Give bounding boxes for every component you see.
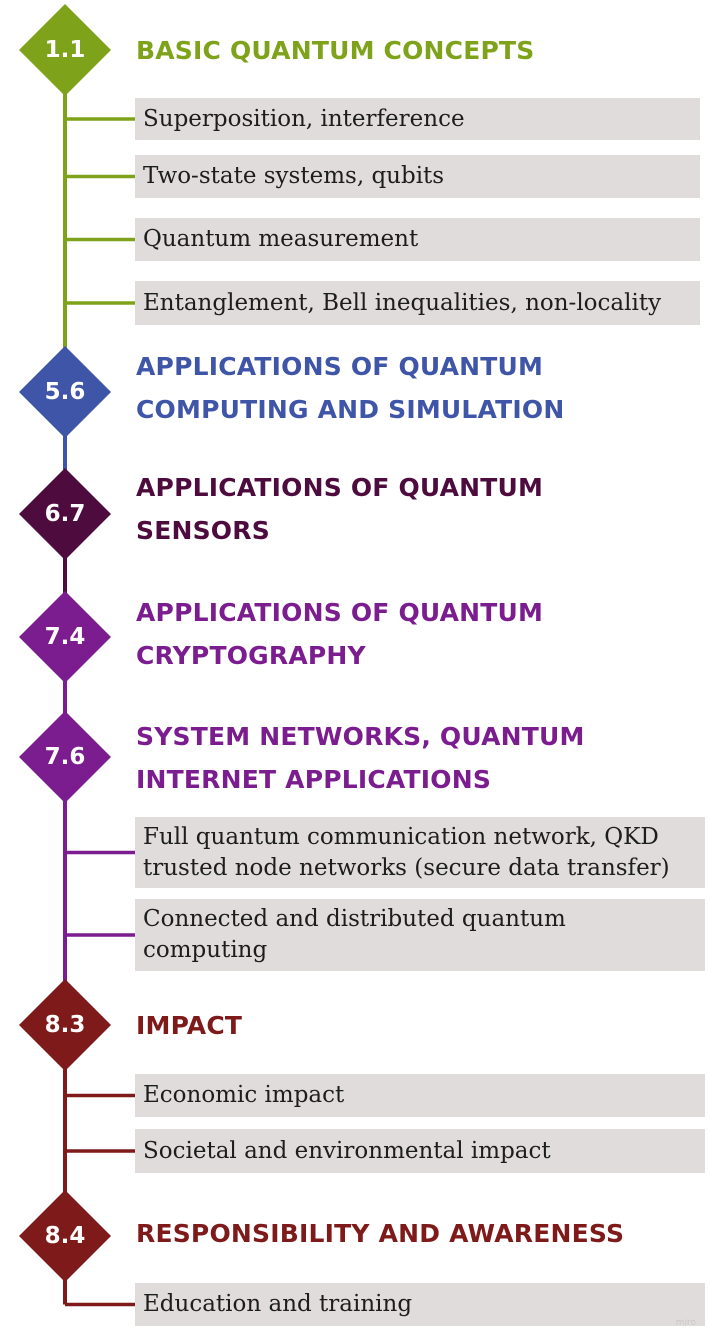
section-title: SYSTEM NETWORKS, QUANTUM INTERNET APPLICA… bbox=[136, 715, 585, 801]
topic-text: Two-state systems, qubits bbox=[143, 163, 445, 189]
section-title-line: CRYPTOGRAPHY bbox=[136, 641, 366, 670]
topic-box: Economic impact bbox=[135, 1074, 705, 1117]
section-title: APPLICATIONS OF QUANTUM COMPUTING AND SIM… bbox=[136, 345, 564, 431]
diamond-code: 8.3 bbox=[44, 1012, 86, 1038]
section-title: IMPACT bbox=[136, 1004, 242, 1047]
section-title: RESPONSIBILITY AND AWARENESS bbox=[136, 1212, 624, 1255]
diamond-code: 1.1 bbox=[44, 37, 86, 63]
topic-text: Quantum measurement bbox=[143, 226, 419, 252]
section-title-line: COMPUTING AND SIMULATION bbox=[136, 395, 565, 424]
topic-box: Full quantum communication network, QKD t… bbox=[135, 817, 705, 888]
diamond-6-7 bbox=[19, 468, 111, 560]
topic-box: Societal and environmental impact bbox=[135, 1129, 705, 1173]
diamond-code: 7.4 bbox=[44, 624, 86, 650]
topic-box: Connected and distributed quantum computi… bbox=[135, 899, 705, 971]
topic-text: Entanglement, Bell inequalities, non-loc… bbox=[143, 289, 662, 316]
topic-text: Economic impact bbox=[143, 1082, 345, 1108]
topic-text: Superposition, interference bbox=[143, 105, 465, 132]
topic-text: Societal and environmental impact bbox=[143, 1137, 551, 1164]
diamond-code: 8.4 bbox=[44, 1223, 86, 1249]
topic-text: Education and training bbox=[143, 1291, 413, 1317]
section-title: BASIC QUANTUM CONCEPTS bbox=[136, 29, 534, 72]
diamond-code: 5.6 bbox=[44, 379, 86, 405]
diamond-8-4 bbox=[19, 1190, 111, 1282]
topic-box: Two-state systems, qubits bbox=[135, 155, 700, 198]
section-title-line: APPLICATIONS OF QUANTUM bbox=[136, 598, 544, 627]
diamond-5-6 bbox=[19, 346, 111, 438]
section-title-line: APPLICATIONS OF QUANTUM bbox=[136, 473, 544, 502]
diamond-8-3 bbox=[19, 979, 111, 1071]
section-title-line: SENSORS bbox=[136, 516, 270, 545]
diamond-code: 6.7 bbox=[44, 501, 86, 527]
diamond-7-4 bbox=[19, 591, 111, 683]
diamond-1-1 bbox=[19, 4, 111, 96]
section-title-line: APPLICATIONS OF QUANTUM bbox=[136, 352, 544, 381]
topic-box: Quantum measurement bbox=[135, 218, 700, 261]
topic-text: trusted node networks (secure data trans… bbox=[143, 854, 670, 881]
topic-box: Education and training bbox=[135, 1283, 705, 1326]
section-title-line: SYSTEM NETWORKS, QUANTUM bbox=[136, 722, 585, 751]
diamond-code: 7.6 bbox=[44, 744, 86, 770]
section-title-line: BASIC QUANTUM CONCEPTS bbox=[136, 36, 535, 65]
watermark: miro bbox=[675, 1318, 696, 1328]
section-title-line: IMPACT bbox=[136, 1011, 243, 1040]
topic-text: Connected and distributed quantum bbox=[143, 906, 566, 932]
topic-text: computing bbox=[143, 937, 268, 963]
diamond-7-6 bbox=[19, 711, 111, 803]
topic-text: Full quantum communication network, QKD bbox=[143, 823, 659, 850]
section-title: APPLICATIONS OF QUANTUM CRYPTOGRAPHY bbox=[136, 591, 543, 677]
section-title-line: RESPONSIBILITY AND AWARENESS bbox=[136, 1219, 625, 1248]
topic-box: Entanglement, Bell inequalities, non-loc… bbox=[135, 281, 700, 325]
topic-box: Superposition, interference bbox=[135, 98, 700, 140]
section-title-line: INTERNET APPLICATIONS bbox=[136, 765, 492, 794]
section-title: APPLICATIONS OF QUANTUM SENSORS bbox=[136, 466, 543, 552]
